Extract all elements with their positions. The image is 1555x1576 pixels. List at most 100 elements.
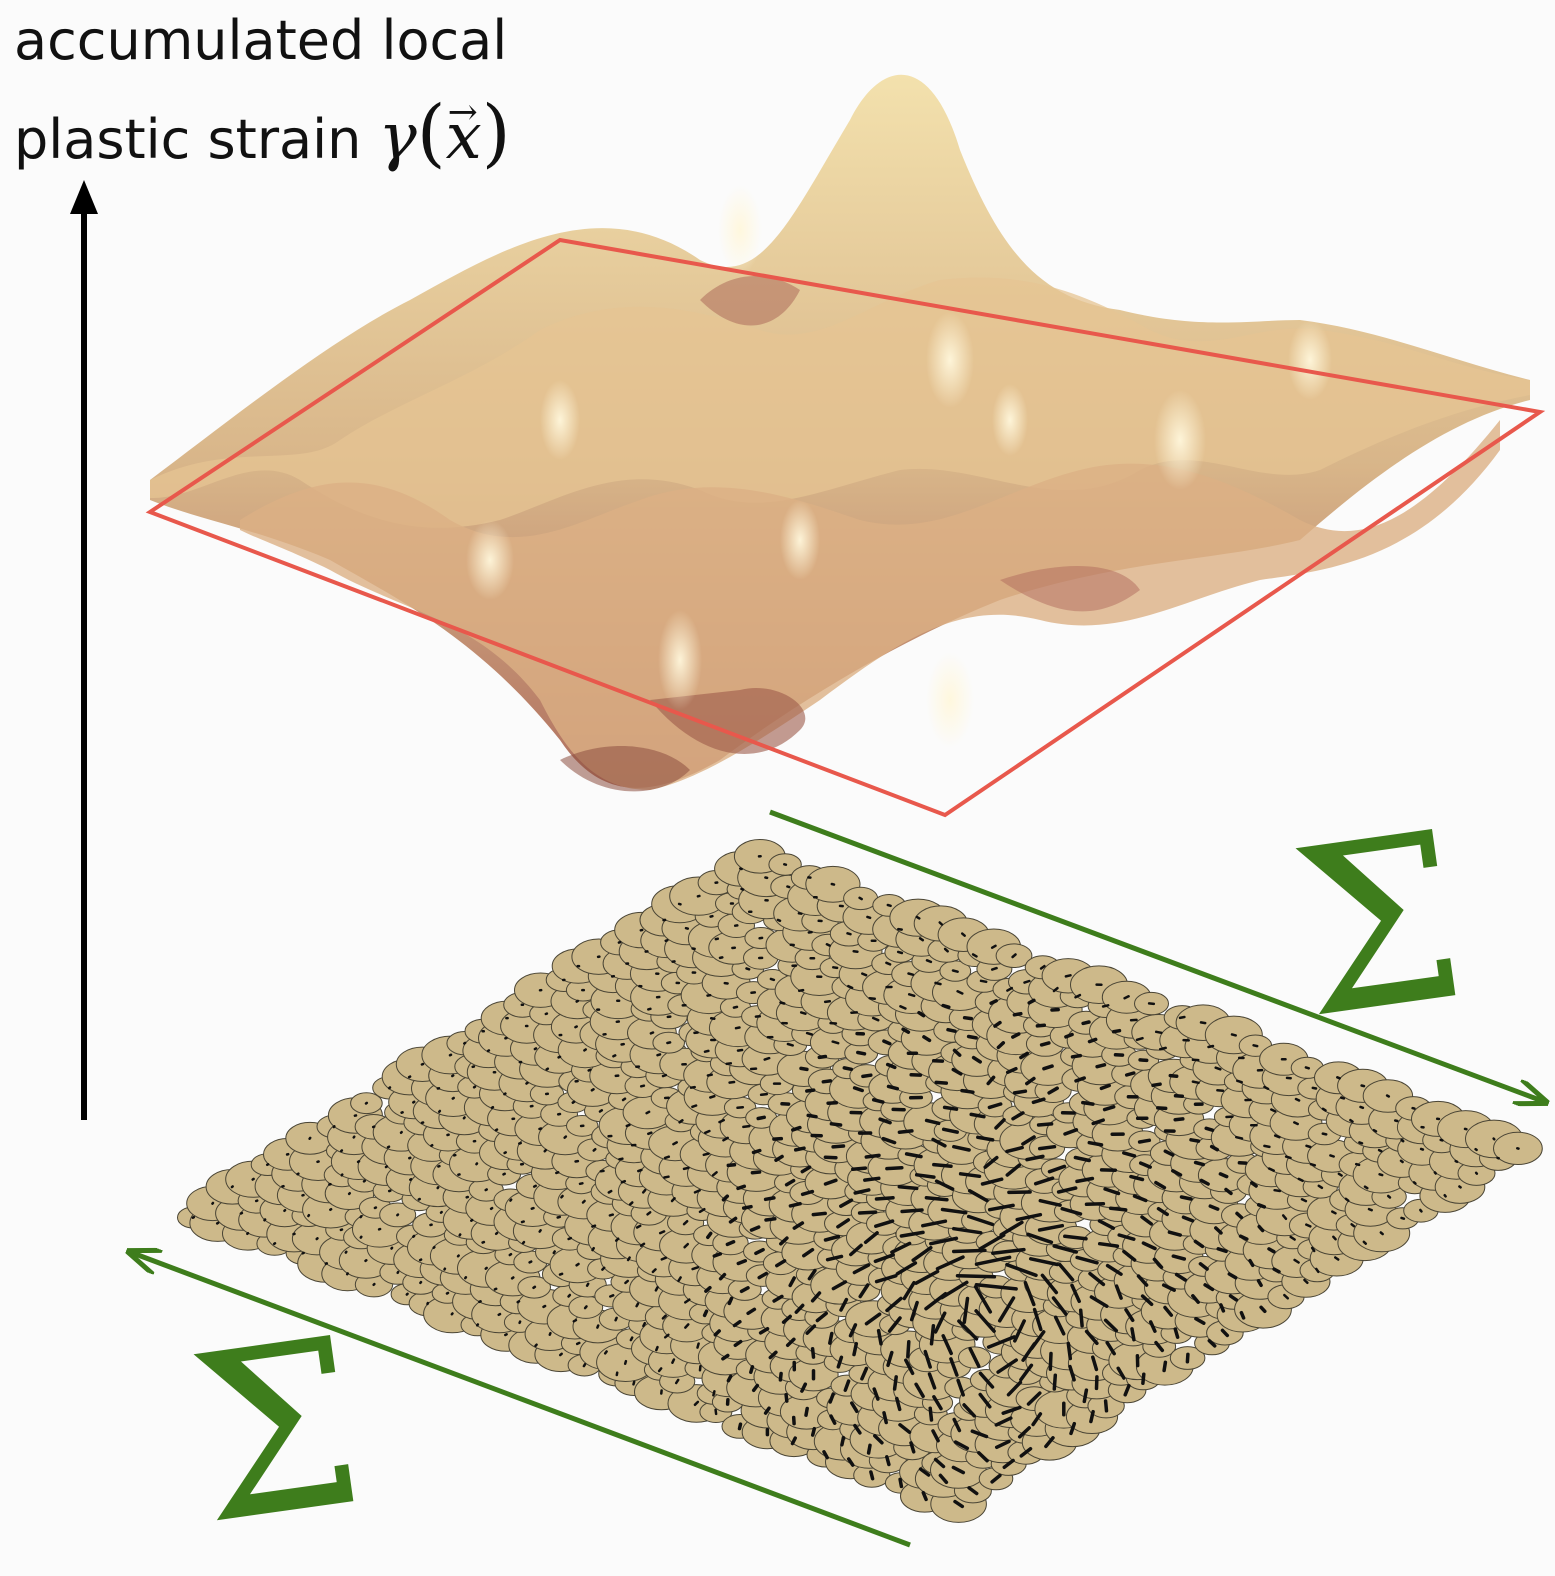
displacement-arrow	[900, 1479, 901, 1486]
displacement-arrow	[483, 1242, 484, 1243]
displacement-arrow	[1312, 1248, 1314, 1251]
displacement-arrow	[420, 1282, 421, 1283]
displacement-arrow	[1402, 1140, 1404, 1141]
displacement-arrow	[648, 1009, 650, 1010]
displacement-arrow	[609, 1191, 611, 1192]
displacement-arrow	[662, 1258, 666, 1260]
displacement-arrow	[284, 1210, 285, 1211]
surface-highlight	[466, 520, 514, 600]
displacement-arrow	[1206, 1128, 1212, 1130]
displacement-arrow	[1191, 1140, 1199, 1141]
displacement-arrow	[1089, 1143, 1101, 1145]
displacement-arrow	[584, 1050, 585, 1051]
displacement-arrow	[580, 1183, 582, 1184]
displacement-arrow	[758, 1117, 764, 1118]
displacement-arrow	[698, 1344, 699, 1348]
displacement-arrow	[827, 944, 830, 945]
position-vector: x→	[446, 105, 482, 169]
displacement-arrow	[518, 1301, 519, 1302]
displacement-arrow	[774, 1139, 781, 1140]
displacement-arrow	[574, 1320, 576, 1321]
displacement-arrow	[1176, 1096, 1183, 1097]
displacement-arrow	[212, 1203, 213, 1204]
displacement-arrow	[510, 1254, 511, 1255]
displacement-arrow	[634, 1382, 635, 1385]
displacement-arrow	[349, 1193, 350, 1194]
displacement-arrow	[807, 1033, 812, 1034]
displacement-arrow	[713, 1391, 714, 1395]
displacement-arrow	[573, 1102, 574, 1103]
displacement-arrow	[495, 1289, 496, 1290]
displacement-arrow	[317, 1238, 318, 1239]
displacement-arrow	[1241, 1313, 1243, 1318]
displacement-arrow	[1217, 1090, 1223, 1091]
displacement-arrow	[1362, 1086, 1364, 1087]
displacement-arrow	[616, 1239, 618, 1241]
displacement-arrow	[651, 1033, 653, 1034]
axis-label-text: plastic strain	[14, 108, 379, 171]
displacement-arrow	[1164, 1362, 1165, 1370]
displacement-arrow	[1066, 1035, 1072, 1037]
displacement-arrow	[898, 952, 902, 953]
displacement-arrow	[705, 1131, 709, 1133]
displacement-arrow	[577, 1264, 579, 1265]
shear-stress-symbol-bottom: Σ	[181, 1308, 374, 1558]
displacement-arrow	[519, 1143, 520, 1144]
displacement-arrow	[630, 1203, 632, 1205]
surface-highlight	[658, 610, 702, 710]
displacement-arrow	[1254, 1045, 1258, 1046]
displacement-arrow	[862, 974, 866, 976]
displacement-arrow	[806, 1409, 807, 1416]
displacement-arrow	[464, 1043, 465, 1044]
displacement-arrow	[1271, 1110, 1275, 1112]
displacement-arrow	[643, 1323, 644, 1326]
displacement-arrow	[592, 1089, 594, 1090]
strain-surface	[150, 75, 1530, 792]
displacement-arrow	[1369, 1209, 1372, 1210]
displacement-arrow	[1259, 1205, 1265, 1207]
displacement-arrow	[813, 1429, 815, 1435]
displacement-arrow	[496, 1130, 497, 1131]
displacement-arrow	[1015, 1091, 1026, 1093]
displacement-arrow	[886, 963, 890, 965]
displacement-arrow	[863, 1075, 871, 1076]
displacement-arrow	[1143, 1374, 1144, 1383]
displacement-arrow	[887, 1457, 889, 1465]
displacement-arrow	[1106, 1401, 1107, 1411]
displacement-arrow	[808, 1115, 816, 1116]
displacement-arrow	[577, 1001, 578, 1002]
displacement-arrow	[267, 1164, 268, 1165]
displacement-arrow	[738, 1107, 743, 1108]
displacement-arrow	[754, 1151, 760, 1153]
displacement-arrow	[909, 994, 914, 996]
displacement-arrow	[419, 1199, 420, 1200]
close-paren: )	[482, 90, 511, 176]
displacement-arrow	[788, 1044, 793, 1045]
displacement-arrow	[1337, 1077, 1339, 1078]
displacement-arrow	[587, 1284, 588, 1286]
displacement-arrow	[1081, 1310, 1082, 1326]
displacement-arrow	[664, 1177, 668, 1178]
displacement-arrow	[1220, 1174, 1226, 1177]
displacement-arrow	[1170, 1076, 1176, 1077]
displacement-arrow	[962, 934, 965, 936]
displacement-arrow	[684, 1168, 689, 1169]
displacement-arrow	[778, 920, 780, 921]
displacement-arrow	[1050, 1354, 1051, 1370]
displacement-arrow	[358, 1161, 359, 1162]
displacement-arrow	[1388, 1196, 1390, 1198]
displacement-arrow	[334, 1126, 335, 1127]
displacement-arrow	[1111, 1208, 1126, 1210]
displacement-arrow	[1180, 1017, 1184, 1018]
displacement-arrow	[479, 1301, 480, 1302]
surface-highlight	[1288, 320, 1332, 400]
displacement-arrow	[992, 968, 996, 970]
displacement-arrow	[1066, 975, 1071, 976]
displacement-arrow	[1054, 1375, 1055, 1389]
displacement-arrow	[575, 1027, 576, 1028]
displacement-arrow	[927, 960, 931, 962]
displacement-arrow	[589, 1070, 591, 1071]
displacement-arrow	[409, 1077, 410, 1078]
open-paren: (	[417, 90, 446, 176]
